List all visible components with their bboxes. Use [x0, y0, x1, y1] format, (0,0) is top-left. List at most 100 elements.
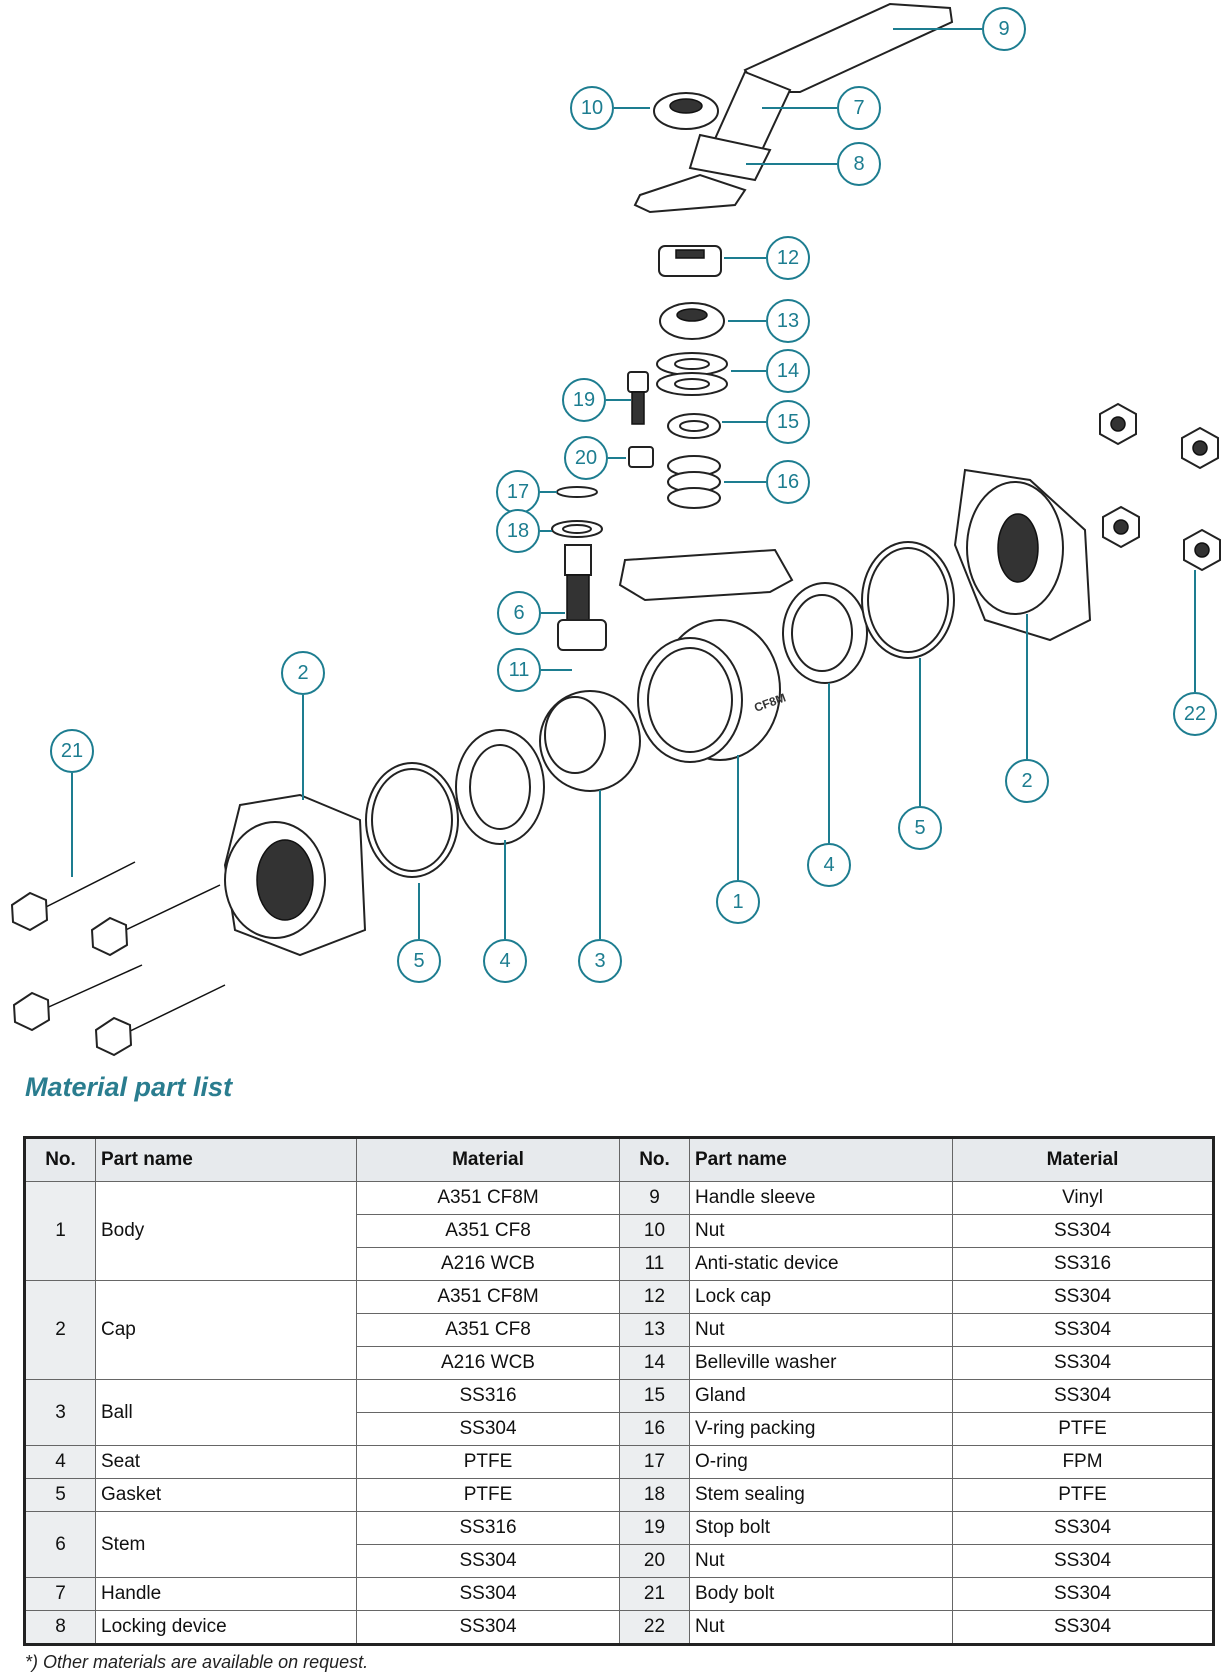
- part-number: 12: [619, 1280, 690, 1314]
- stop-bolt: [627, 371, 649, 425]
- svg-text:4: 4: [823, 854, 834, 876]
- callout-21: 21: [50, 729, 94, 773]
- part-number: 3: [24, 1379, 96, 1446]
- part-material: SS316: [952, 1247, 1214, 1281]
- leader-lines: [71, 28, 1196, 939]
- stem: [557, 544, 607, 651]
- svg-text:17: 17: [507, 481, 529, 503]
- svg-text:14: 14: [777, 360, 799, 382]
- svg-text:21: 21: [61, 740, 83, 762]
- part-material: SS304: [952, 1379, 1214, 1413]
- part-material: SS304: [952, 1346, 1214, 1380]
- svg-text:5: 5: [413, 950, 424, 972]
- callout-19: 19: [562, 378, 606, 422]
- callout-4-left: 4: [483, 939, 527, 983]
- part-material: SS304: [952, 1610, 1214, 1645]
- part-material: A216 WCB: [356, 1346, 620, 1380]
- svg-text:3: 3: [594, 950, 605, 972]
- part-material: FPM: [952, 1445, 1214, 1479]
- part-material: PTFE: [952, 1478, 1214, 1512]
- part-number: 18: [619, 1478, 690, 1512]
- part-material: SS304: [952, 1511, 1214, 1545]
- part-number: 22: [619, 1610, 690, 1645]
- callout-5-left: 5: [397, 939, 441, 983]
- svg-text:7: 7: [853, 97, 864, 119]
- nuts-22: [1099, 402, 1221, 572]
- svg-text:20: 20: [575, 447, 597, 469]
- part-name: Cap: [95, 1280, 357, 1380]
- part-material: SS304: [952, 1280, 1214, 1314]
- callout-22: 22: [1173, 692, 1217, 736]
- callout-2-left: 2: [281, 651, 325, 695]
- svg-text:10: 10: [581, 97, 603, 119]
- svg-text:6: 6: [513, 602, 524, 624]
- part-name: V-ring packing: [689, 1412, 953, 1446]
- part-material: SS304: [952, 1214, 1214, 1248]
- callout-10: 10: [570, 86, 614, 130]
- callout-1: 1: [716, 880, 760, 924]
- table-header-row: No. Part name Material No. Part name Mat…: [24, 1137, 1214, 1182]
- body: CF8M: [618, 548, 794, 763]
- part-name: Lock cap: [689, 1280, 953, 1314]
- part-material: SS304: [356, 1544, 620, 1578]
- callout-7: 7: [837, 86, 881, 130]
- part-material: PTFE: [356, 1478, 620, 1512]
- part-number: 19: [619, 1511, 690, 1545]
- svg-text:12: 12: [777, 247, 799, 269]
- part-number: 1: [24, 1181, 96, 1281]
- part-name: Belleville washer: [689, 1346, 953, 1380]
- part-name: Ball: [95, 1379, 357, 1446]
- header-material: Material: [356, 1137, 620, 1182]
- svg-text:16: 16: [777, 471, 799, 493]
- part-material: SS304: [356, 1577, 620, 1611]
- part-number: 4: [24, 1445, 96, 1479]
- part-name: Gasket: [95, 1478, 357, 1512]
- part-number: 16: [619, 1412, 690, 1446]
- svg-text:13: 13: [777, 310, 799, 332]
- svg-text:2: 2: [1021, 770, 1032, 792]
- lock-cap: [658, 245, 722, 277]
- part-name: Nut: [689, 1610, 953, 1645]
- part-material: SS304: [952, 1577, 1214, 1611]
- part-material: PTFE: [952, 1412, 1214, 1446]
- stem-sealing: [551, 520, 603, 538]
- callout-3: 3: [578, 939, 622, 983]
- part-name: Seat: [95, 1445, 357, 1479]
- ball: [539, 690, 641, 792]
- part-number: 2: [24, 1280, 96, 1380]
- part-material: SS304: [356, 1412, 620, 1446]
- part-material: Vinyl: [952, 1181, 1214, 1215]
- part-number: 20: [619, 1544, 690, 1578]
- part-name: Stem: [95, 1511, 357, 1578]
- material-part-table: No. Part name Material No. Part name Mat…: [23, 1136, 1215, 1646]
- part-name: Locking device: [95, 1610, 357, 1645]
- cap-right: [953, 468, 1092, 642]
- part-material: A351 CF8M: [356, 1280, 620, 1314]
- part-material: SS316: [356, 1379, 620, 1413]
- callout-13: 13: [766, 299, 810, 343]
- header-no: No.: [24, 1137, 96, 1182]
- body-bolts: [10, 861, 226, 1057]
- seat-left: [455, 729, 545, 845]
- part-material: SS316: [356, 1511, 620, 1545]
- header-material: Material: [952, 1137, 1214, 1182]
- part-material: A351 CF8: [356, 1214, 620, 1248]
- part-material: SS304: [356, 1610, 620, 1645]
- part-material: SS304: [952, 1544, 1214, 1578]
- part-name: Nut: [689, 1313, 953, 1347]
- gasket-left: [365, 762, 459, 878]
- part-material: A216 WCB: [356, 1247, 620, 1281]
- svg-text:11: 11: [509, 659, 530, 681]
- footnote: *) Other materials are available on requ…: [25, 1652, 369, 1672]
- belleville-washer: [656, 352, 728, 396]
- part-number: 5: [24, 1478, 96, 1512]
- callout-18: 18: [496, 509, 540, 553]
- svg-text:5: 5: [914, 817, 925, 839]
- part-number: 17: [619, 1445, 690, 1479]
